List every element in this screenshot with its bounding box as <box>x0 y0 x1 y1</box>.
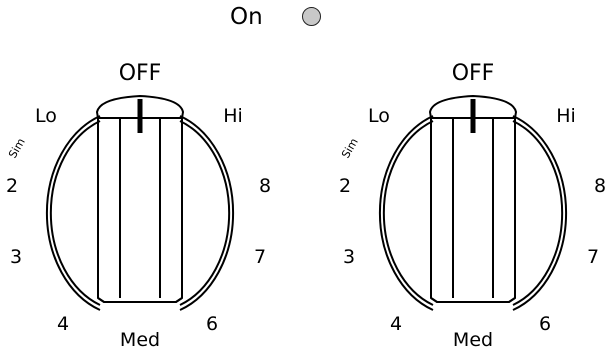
right-knob-label-3: 3 <box>343 246 355 268</box>
on-indicator-label: On <box>230 4 263 30</box>
left-knob-dial-ring-left <box>49 120 101 306</box>
left-knob-label-med: Med <box>120 329 160 351</box>
right-knob-outer-ring <box>512 115 568 311</box>
right-burner-knob[interactable] <box>378 94 568 311</box>
right-knob-label-7: 7 <box>587 246 599 268</box>
left-knob-label-lo: Lo <box>35 105 57 127</box>
left-burner-knob[interactable] <box>45 94 235 311</box>
left-knob-label-hi: Hi <box>223 105 243 127</box>
on-indicator-light <box>302 7 321 26</box>
right-knob-label-hi: Hi <box>556 105 576 127</box>
right-knob-label-8: 8 <box>594 175 606 197</box>
left-knob-label-6: 6 <box>206 313 218 335</box>
right-knob-label-med: Med <box>453 329 493 351</box>
left-knob-label-8: 8 <box>259 175 271 197</box>
left-knob-label-off: OFF <box>119 61 162 86</box>
left-knob-label-7: 7 <box>254 246 266 268</box>
right-knob-label-off: OFF <box>452 61 495 86</box>
left-knob-label-sim: Sim <box>6 136 28 160</box>
right-knob-label-2: 2 <box>339 175 351 197</box>
left-knob-label-2: 2 <box>6 175 18 197</box>
left-knob-outer-ring-left <box>45 115 101 311</box>
right-knob-grip-bottom-band <box>430 297 516 303</box>
right-knob-label-sim: Sim <box>339 136 361 160</box>
left-knob-grip-bottom-band <box>97 297 183 303</box>
left-knob-outer-ring <box>179 115 235 311</box>
left-knob-label-4: 4 <box>57 313 69 335</box>
left-knob-dial-ring <box>179 120 231 306</box>
right-knob-label-4: 4 <box>390 313 402 335</box>
right-knob-outer-ring-left <box>378 115 434 311</box>
right-knob-label-6: 6 <box>539 313 551 335</box>
left-knob-label-3: 3 <box>10 246 22 268</box>
right-knob-dial-ring-left <box>382 120 434 306</box>
right-knob-dial-ring <box>512 120 564 306</box>
right-knob-label-lo: Lo <box>368 105 390 127</box>
